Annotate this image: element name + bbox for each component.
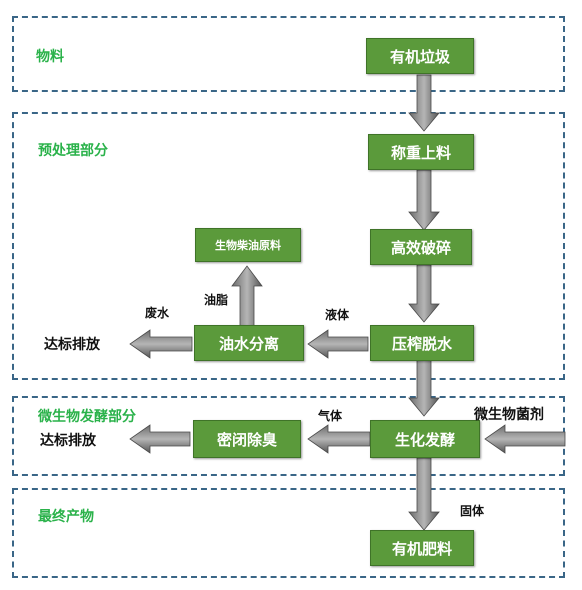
section-label-pretreatment: 预处理部分 bbox=[38, 143, 108, 159]
arrow-waste-to-weigh bbox=[408, 74, 440, 132]
arrow-sep-to-discharge bbox=[129, 329, 193, 359]
arrow-press-to-ferment bbox=[408, 359, 440, 417]
arrow-sep-to-biodiesel bbox=[231, 265, 263, 327]
section-final bbox=[12, 488, 565, 578]
arrow-press-to-sep bbox=[307, 329, 369, 359]
box-biodiesel-raw: 生物柴油原料 bbox=[195, 228, 301, 262]
arrow-ferment-to-deodor bbox=[307, 424, 371, 454]
box-organic-fertilizer: 有机肥料 bbox=[370, 530, 474, 566]
label-discharge-gas: 达标排放 bbox=[40, 433, 96, 449]
section-pretreatment bbox=[12, 112, 565, 380]
box-press-dewater: 压榨脱水 bbox=[370, 325, 474, 361]
section-material bbox=[12, 16, 565, 92]
label-liquid: 液体 bbox=[325, 308, 350, 322]
arrow-microbe-to-ferment bbox=[484, 424, 566, 454]
arrow-deodor-to-discharge bbox=[129, 424, 191, 454]
arrow-crush-to-press bbox=[408, 264, 440, 323]
section-label-material: 物料 bbox=[36, 49, 64, 65]
box-weigh-feed: 称重上料 bbox=[368, 134, 474, 170]
box-bio-fermentation: 生化发酵 bbox=[370, 420, 480, 458]
box-sealed-deodorization: 密闭除臭 bbox=[193, 420, 301, 458]
arrow-ferment-to-fertilizer bbox=[408, 457, 440, 531]
label-solid: 固体 bbox=[460, 504, 485, 518]
label-gas: 气体 bbox=[318, 409, 343, 423]
section-label-fermentation: 微生物发酵部分 bbox=[38, 409, 136, 425]
arrow-weigh-to-crush bbox=[408, 169, 440, 231]
label-waste-water: 废水 bbox=[145, 306, 170, 320]
box-organic-waste: 有机垃圾 bbox=[366, 38, 474, 74]
box-crush: 高效破碎 bbox=[370, 229, 472, 265]
box-oil-water-separation: 油水分离 bbox=[194, 325, 304, 361]
label-microbe-agent: 微生物菌剂 bbox=[474, 407, 544, 423]
section-label-final: 最终产物 bbox=[38, 509, 94, 525]
label-oil-fat: 油脂 bbox=[204, 293, 229, 307]
label-discharge-wastewater: 达标排放 bbox=[44, 337, 100, 353]
